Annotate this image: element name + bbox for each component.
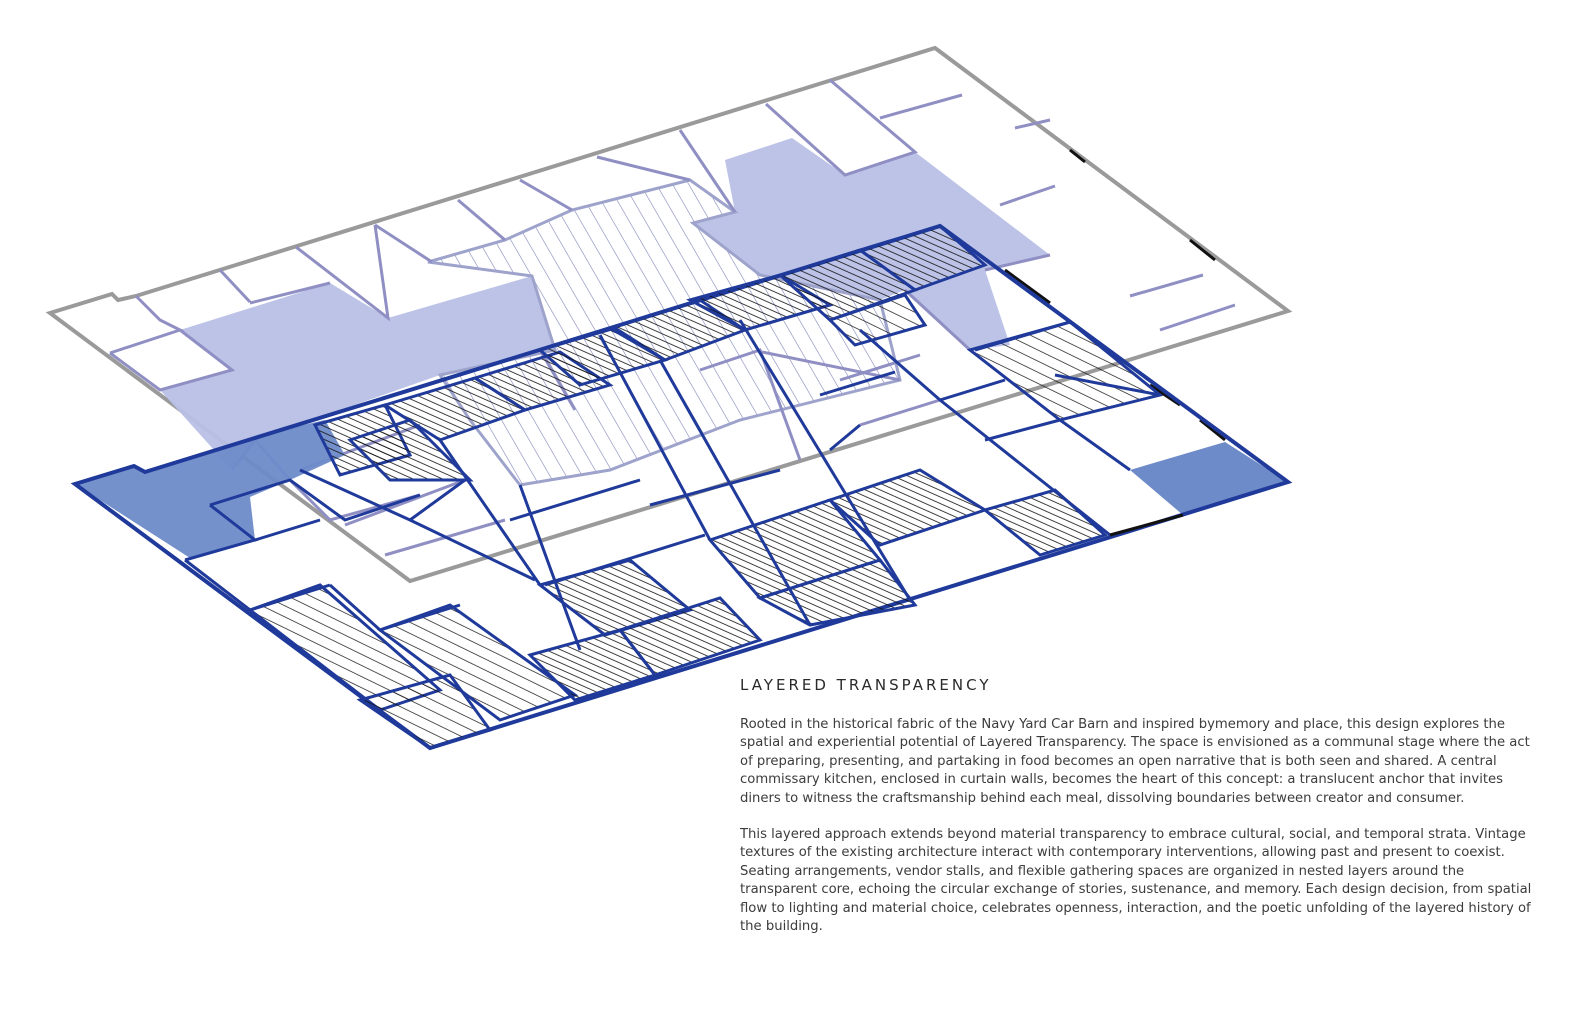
lower-fill-right [1130, 442, 1288, 515]
lower-fill-left [75, 420, 345, 558]
zone-top-b [827, 293, 928, 347]
zone-top-c [856, 224, 988, 292]
lower-hatched-zones [246, 224, 1164, 750]
lower-edge-marks [1109, 513, 1184, 537]
description-paragraph-1: Rooted in the historical fabric of the N… [740, 717, 1530, 806]
upper-fill-left [160, 276, 555, 470]
lower-interior-walls [184, 319, 1161, 651]
diagram-title: LAYERED TRANSPARENCY [740, 676, 992, 694]
zone-center-e [756, 558, 918, 627]
zone-left-small-a [347, 418, 474, 482]
upper-edge-marks [1004, 148, 1226, 442]
zone-right-b [981, 488, 1108, 557]
upper-fill-right [693, 138, 1050, 350]
upper-outline [45, 45, 1293, 584]
description-paragraph-2: This layered approach extends beyond mat… [740, 827, 1532, 935]
zone-bottom-left-c [356, 673, 493, 750]
description-block: LAYERED TRANSPARENCY Rooted in the histo… [740, 676, 1540, 954]
zone-center-c [617, 596, 763, 677]
lower-layer [70, 223, 1293, 751]
